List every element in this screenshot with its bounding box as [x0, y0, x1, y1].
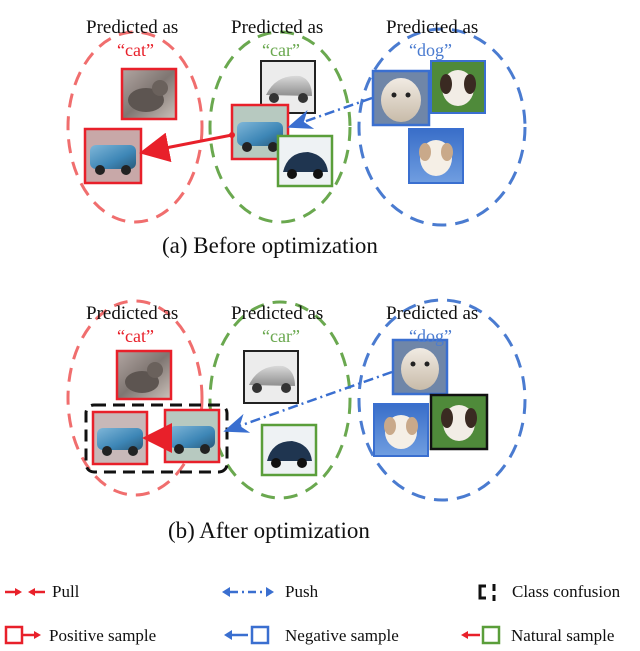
class-confusion-legend-icon — [478, 584, 496, 601]
dog-group-header: Predicted as — [386, 17, 479, 38]
negative-sample-legend-icon — [224, 625, 270, 645]
cat-group-header: Predicted as — [86, 17, 179, 38]
cat-class-label: “cat” — [117, 40, 154, 60]
panel-before — [66, 27, 527, 227]
dog-class-label: “dog” — [409, 40, 452, 60]
car-group-header: Predicted as — [231, 17, 324, 38]
cat-group-header: Predicted as — [86, 303, 179, 324]
positive-car-image — [83, 127, 143, 185]
car-class-label: “car” — [262, 326, 300, 346]
cat-cluster-ellipse — [66, 299, 204, 497]
kitten-image — [115, 349, 173, 401]
legend-negative-sample-label: Negative sample — [285, 626, 399, 645]
dog-image-negative — [391, 338, 449, 396]
dog-image-negative — [371, 69, 431, 127]
caption-after: (b) After optimization — [168, 518, 370, 543]
dog-image-black-frame — [429, 393, 489, 451]
panel-after — [66, 298, 527, 502]
pull-legend-icon — [5, 588, 45, 596]
anchor-car-image — [230, 103, 290, 161]
legend-icons — [4, 584, 501, 645]
dog-image-sky — [408, 128, 464, 184]
natural-sample-legend-icon — [461, 625, 501, 645]
legend-class-confusion-label: Class confusion — [512, 582, 621, 601]
legend-positive-sample-label: Positive sample — [49, 626, 157, 645]
dog-cluster-ellipse — [357, 298, 527, 502]
legend-push-label: Push — [285, 582, 319, 601]
dog-image-sky — [373, 403, 429, 457]
car-cluster-ellipse — [208, 30, 352, 224]
car-cluster-ellipse — [208, 300, 352, 500]
push-legend-icon — [222, 587, 274, 597]
dog-cluster-ellipse — [357, 27, 527, 227]
dog-image-black-frame — [430, 60, 486, 114]
gray-car-image — [243, 350, 299, 404]
class-confusion-box — [84, 403, 229, 474]
dark-car-image — [276, 134, 334, 188]
positive-car-image — [91, 410, 149, 466]
dog-group-header: Predicted as — [386, 303, 479, 324]
positive-sample-legend-icon — [4, 625, 41, 645]
car-class-label: “car” — [262, 40, 300, 60]
cat-class-label: “cat” — [117, 326, 154, 346]
legend-pull-label: Pull — [52, 582, 80, 601]
dark-car-image — [260, 423, 318, 477]
push-arrow — [287, 96, 373, 129]
caption-before: (a) Before optimization — [162, 233, 378, 258]
legend-natural-sample-label: Natural sample — [511, 626, 615, 645]
dog-class-label: “dog” — [409, 326, 452, 346]
push-arrow — [223, 370, 393, 433]
cat-cluster-ellipse — [66, 30, 204, 224]
pull-arrow — [139, 132, 233, 163]
anchor-car-image — [163, 408, 221, 464]
car-group-header: Predicted as — [231, 303, 324, 324]
kitten-image — [120, 67, 178, 121]
